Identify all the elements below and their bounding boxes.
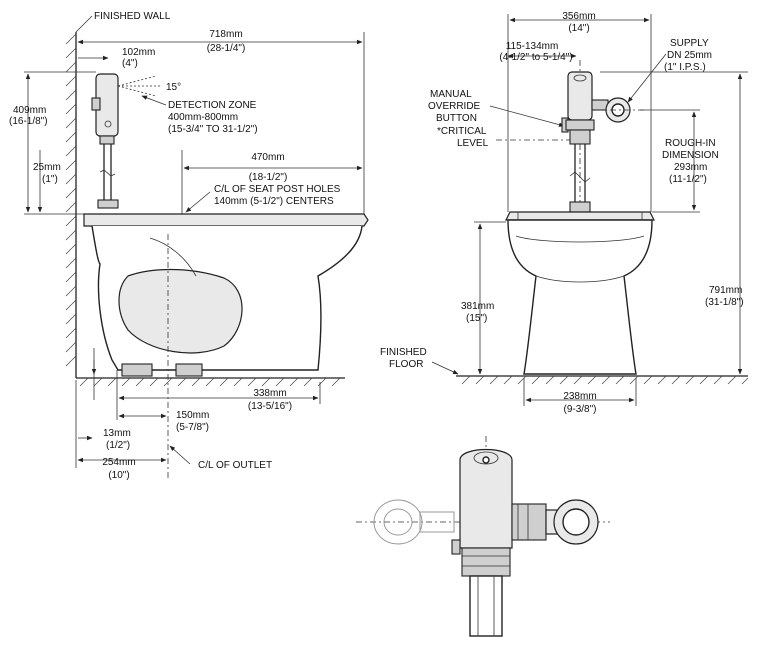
base-depth-in: (13-5/16") xyxy=(248,401,292,412)
overall-height-mm: 791mm xyxy=(709,285,742,296)
bottom-offset-in: (1") xyxy=(42,174,58,185)
supply-offset-in: (4-1/2" to 5-1/4") xyxy=(499,52,572,63)
outlet-offset-in: (5-7/8") xyxy=(176,422,209,433)
overall-depth-in: (28-1/4") xyxy=(207,43,246,54)
supply-offset-mm: 115-134mm xyxy=(506,41,559,52)
bottom-offset-mm: 25mm xyxy=(33,162,61,173)
supply-line2: DN 25mm xyxy=(667,50,712,61)
outlet-offset-mm: 150mm xyxy=(176,410,209,421)
sensor-offset-mm: 102mm xyxy=(122,47,155,58)
side-view: FINISHED WALL 718mm (28-1/4") 102mm (4")… xyxy=(9,11,369,481)
seat-post-line1: C/L OF SEAT POST HOLES xyxy=(214,184,341,195)
front-toilet-body xyxy=(505,211,655,375)
base-width-mm: 238mm xyxy=(563,391,596,402)
height-above-rim-in: (16-1/8") xyxy=(9,116,48,127)
base-width-in: (9-3/8") xyxy=(563,404,596,415)
critical-level-line1: *CRITICAL xyxy=(437,126,487,137)
front-seat xyxy=(505,211,655,221)
side-trapway xyxy=(118,268,243,354)
rough-in-dimension-line3: 293mm xyxy=(674,162,707,173)
seat-dim-mm: 470mm xyxy=(251,152,284,163)
overall-width-mm: 356mm xyxy=(562,11,595,22)
finished-wall-label: FINISHED WALL xyxy=(94,11,171,22)
wall-gap-in: (1/2") xyxy=(106,440,130,451)
side-seat xyxy=(83,213,369,227)
detection-beam-upper xyxy=(117,75,157,87)
finished-floor-line2: FLOOR xyxy=(389,359,423,370)
front-flush-valve xyxy=(561,60,645,213)
overall-height-in: (31-1/8") xyxy=(705,297,744,308)
side-flush-valve xyxy=(91,73,162,209)
rim-height-in: (15") xyxy=(466,313,487,324)
wall-gap-mm: 13mm xyxy=(103,428,131,439)
detection-zone-range-mm: 400mm-800mm xyxy=(168,112,238,123)
top-view-valve xyxy=(356,436,610,637)
rough-in-mm: 254mm xyxy=(102,457,135,468)
sensor-offset-in: (4") xyxy=(122,58,138,69)
side-floor-hatching xyxy=(79,377,341,387)
supply-line1: SUPPLY xyxy=(670,38,709,49)
wall-hatching xyxy=(65,33,77,367)
rough-in-dimension-line1: ROUGH-IN xyxy=(665,138,716,149)
supply-line3: (1" I.P.S.) xyxy=(664,62,706,73)
front-view: 356mm (14") 115-134mm (4-1/2" to 5-1/4")… xyxy=(380,11,749,415)
outlet-label: C/L OF OUTLET xyxy=(198,460,272,471)
overall-depth-mm: 718mm xyxy=(209,29,242,40)
rim-height-mm: 381mm xyxy=(461,301,494,312)
rough-in-dimension-line2: DIMENSION xyxy=(662,150,719,161)
critical-level-line2: LEVEL xyxy=(457,138,489,149)
base-depth-mm: 338mm xyxy=(253,388,286,399)
detection-zone-range-in: (15-3/4" TO 31-1/2") xyxy=(168,124,258,135)
seat-post-line2: 140mm (5-1/2") CENTERS xyxy=(214,196,334,207)
manual-override-line2: OVERRIDE xyxy=(428,101,481,112)
overall-width-in: (14") xyxy=(568,23,589,34)
seat-dim-in: (18-1/2") xyxy=(249,172,288,183)
front-bowl xyxy=(507,219,653,375)
angle-label: 15° xyxy=(166,82,181,93)
detection-beam-lower xyxy=(117,85,157,97)
manual-override-line3: BUTTON xyxy=(436,113,477,124)
detection-zone-title: DETECTION ZONE xyxy=(168,100,257,111)
finished-floor-line1: FINISHED xyxy=(380,347,427,358)
rough-in-in: (10") xyxy=(108,470,129,481)
side-toilet-body xyxy=(83,213,369,377)
rough-in-dimension-line4: (11-1/2") xyxy=(669,174,707,185)
height-above-rim-mm: 409mm xyxy=(13,105,46,116)
manual-override-line1: MANUAL xyxy=(430,89,472,100)
front-floor-hatching xyxy=(461,375,749,385)
